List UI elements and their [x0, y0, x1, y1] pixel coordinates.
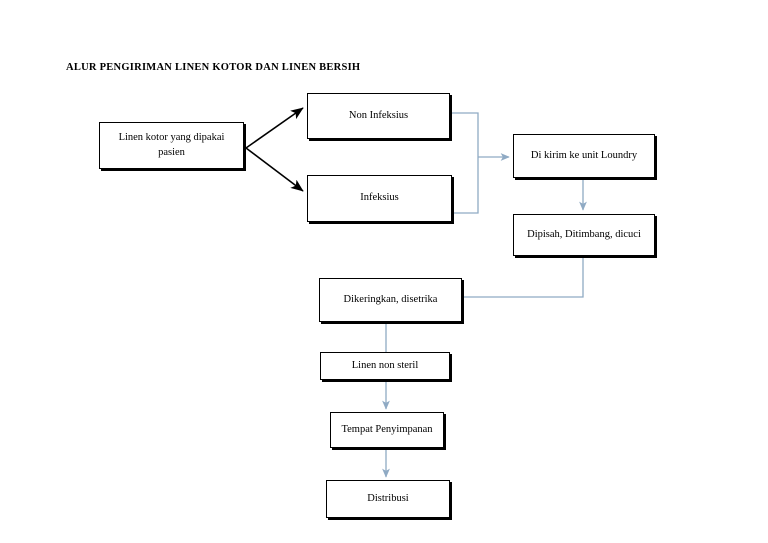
node-linen-kotor: Linen kotor yang dipakai pasien: [99, 122, 244, 169]
node-dipisah-ditimbang-dicuci: Dipisah, Ditimbang, dicuci: [513, 214, 655, 256]
node-infeksius-label: Infeksius: [360, 192, 399, 204]
node-linen-non-steril-label: Linen non steril: [351, 359, 419, 371]
page-title: ALUR PENGIRIMAN LINEN KOTOR DAN LINEN BE…: [66, 62, 361, 73]
node-dikeringkan-disetrika: Dikeringkan, disetrika: [319, 278, 462, 322]
node-non-infeksius-label: Non Infeksius: [348, 109, 409, 121]
node-linen-non-steril: Linen non steril: [320, 352, 450, 380]
edge-non-infeksius-to-kirim-loundry: [452, 112, 479, 157]
edge-linen-kotor-to-infeksius: [245, 147, 304, 192]
node-infeksius: Infeksius: [307, 175, 452, 222]
node-dikeringkan-label: Dikeringkan, disetrika: [343, 293, 438, 305]
node-dipisah-label: Dipisah, Ditimbang, dicuci: [527, 228, 641, 240]
node-distribusi: Distribusi: [326, 480, 450, 518]
node-linen-kotor-line2: pasien: [158, 146, 185, 158]
node-kirim-ke-unit-loundry: Di kirim ke unit Loundry: [513, 134, 655, 178]
edge-linen-kotor-to-non-infeksius: [245, 107, 304, 149]
edge-dipisah-to-dikeringkan: [464, 258, 584, 298]
node-tempat-penyimpanan-label: Tempat Penyimpanan: [341, 423, 433, 435]
node-linen-kotor-line1: Linen kotor yang dipakai: [118, 132, 225, 144]
node-kirim-loundry-label: Di kirim ke unit Loundry: [530, 149, 638, 161]
node-tempat-penyimpanan: Tempat Penyimpanan: [330, 412, 444, 448]
edge-infeksius-to-kirim-loundry: [452, 157, 479, 214]
node-distribusi-label: Distribusi: [367, 492, 409, 504]
node-non-infeksius: Non Infeksius: [307, 93, 450, 139]
